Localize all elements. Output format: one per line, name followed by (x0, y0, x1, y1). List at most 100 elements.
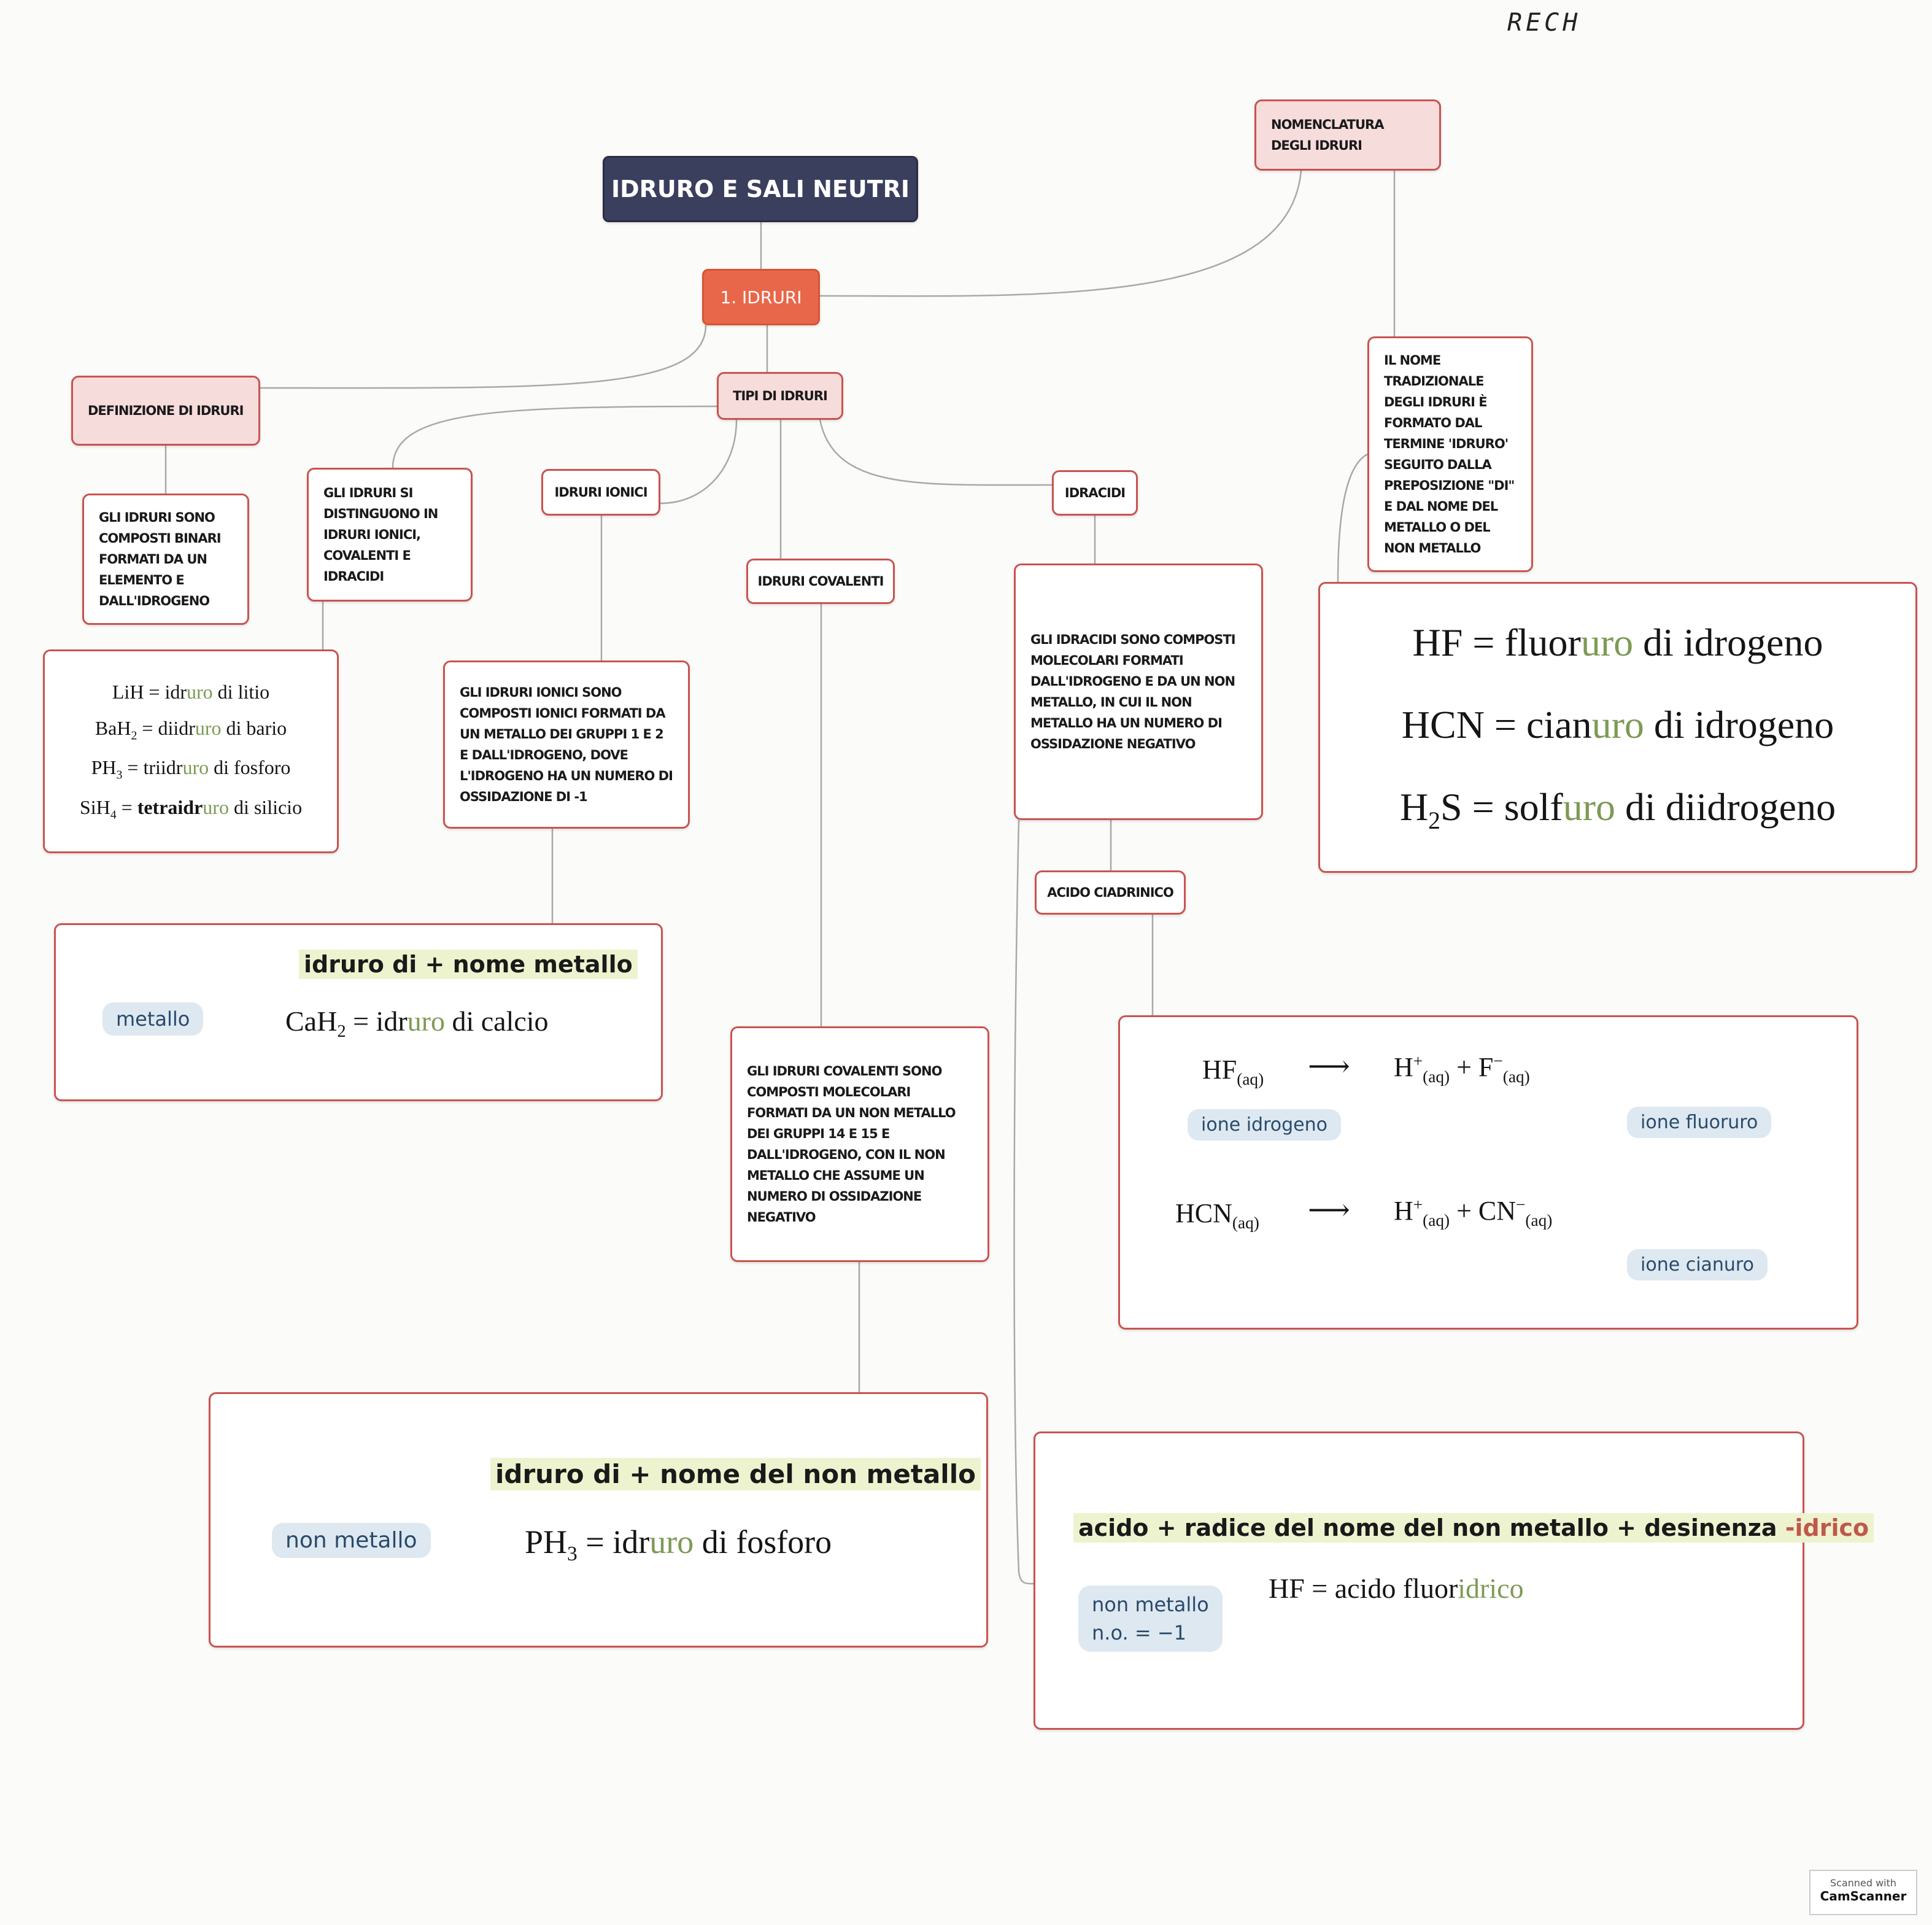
formula-part: = idr (346, 1005, 408, 1037)
camscanner-badge: Scanned with CamScanner (1809, 1870, 1917, 1915)
metallo-label: metallo (102, 1002, 204, 1036)
formula-part: (aq) (1502, 1067, 1530, 1086)
badge-brand: CamScanner (1820, 1889, 1907, 1904)
label-line: n.o. = −1 (1092, 1621, 1186, 1644)
example-formula: BaH2 = diidruro di bario (95, 717, 287, 743)
connector (1013, 819, 1034, 1585)
formula-part: di fosforo (209, 756, 291, 779)
formula-part: uro (187, 680, 213, 703)
label-ione-cianuro: ione cianuro (1627, 1249, 1768, 1280)
formula-part: = idr (577, 1524, 650, 1560)
formula-part: di idrogeno (1644, 703, 1834, 747)
idracido-name: HCN = cianuro di idrogeno (1402, 702, 1834, 748)
acid-example: HF = acido fluoridrico (1269, 1572, 1524, 1605)
node-covalenti: IDRURI COVALENTI (746, 559, 895, 604)
connector (819, 419, 1053, 486)
formula-part: = diidr (137, 716, 195, 739)
formula-part: uro (203, 796, 229, 818)
non-metallo-no-label: non metallo n.o. = −1 (1078, 1586, 1223, 1652)
handwritten-note: RECH (1507, 9, 1582, 37)
covalent-rule-box: idruro di + nome del non metallo non met… (209, 1392, 988, 1648)
ionic-example: CaH2 = idruro di calcio (285, 1005, 549, 1042)
formula-part: SiH (79, 796, 110, 818)
eq2-right: H+(aq) + CN−(aq) (1394, 1195, 1552, 1230)
formula-part: = (116, 796, 137, 818)
eq1-right: H+(aq) + F−(aq) (1394, 1052, 1530, 1086)
formula-part: (aq) (1423, 1210, 1450, 1230)
node-idracidi-desc: GLI IDRACIDI SONO COMPOSTI MOLECOLARI FO… (1014, 564, 1263, 820)
ionic-rule-box: idruro di + nome metallo metallo CaH2 = … (54, 923, 663, 1101)
reaction-arrow: ⟶ (1308, 1050, 1350, 1083)
acid-rule-text: acido + radice del nome del non metallo … (1078, 1514, 1785, 1541)
covalent-example: PH3 = idruro di fosforo (525, 1523, 832, 1566)
formula-part: PH (91, 756, 117, 779)
formula-part: 2 (337, 1022, 346, 1042)
formula-part: H (1394, 1196, 1413, 1226)
formula-part: CaH (285, 1005, 338, 1037)
main-node-idruri: 1. IDRURI (702, 269, 820, 325)
non-metallo-label: non metallo (272, 1523, 431, 1558)
label-line: non metallo (1092, 1593, 1209, 1616)
node-nome-tradizionale: IL NOME TRADIZIONALE DEGLI IDRURI È FORM… (1367, 336, 1533, 572)
formula-part: PH (525, 1524, 568, 1560)
idracido-name: HF = fluoruro di idrogeno (1413, 620, 1823, 665)
formula-part: uro (182, 756, 209, 779)
example-formula: PH3 = triidruro di fosforo (91, 756, 291, 782)
formula-part: di idrogeno (1633, 621, 1823, 665)
formula-part: − (1516, 1195, 1526, 1214)
map-title: IDRURO E SALI NEUTRI (603, 156, 918, 222)
formula-part: idrico (1458, 1573, 1524, 1604)
formula-part: + CN (1450, 1196, 1517, 1226)
reaction-arrow: ⟶ (1308, 1194, 1350, 1226)
ionic-rule: idruro di + nome metallo (299, 950, 638, 979)
formula-part: HCN = cian (1401, 703, 1592, 747)
node-definizione-desc: GLI IDRURI SONO COMPOSTI BINARI FORMATI … (82, 494, 249, 625)
formula-part: 4 (110, 808, 117, 822)
formula-part: HF (1202, 1055, 1237, 1085)
formula-part: uro (1580, 621, 1634, 665)
example-formula: SiH4 = tetraidruro di silicio (80, 796, 302, 822)
node-ionici-desc: GLI IDRURI IONICI SONO COMPOSTI IONICI F… (443, 660, 690, 829)
formula-part: 3 (567, 1542, 578, 1565)
formula-part: uro (1563, 785, 1615, 829)
idracido-name: H2S = solfuro di diidrogeno (1400, 784, 1836, 835)
examples-box: LiH = idruro di litio BaH2 = diidruro di… (43, 649, 339, 853)
formula-part: (aq) (1237, 1069, 1264, 1088)
formula-part: tetraidr (137, 796, 203, 818)
formula-part: 2 (1428, 807, 1440, 834)
node-ionici: IDRURI IONICI (541, 469, 660, 516)
formula-part: + (1413, 1052, 1423, 1071)
node-distinguono: GLI IDRURI SI DISTINGUONO IN IDRURI IONI… (307, 468, 473, 602)
formula-part: 2 (131, 729, 137, 743)
formula-part: = triidr (122, 756, 183, 779)
formula-part: + (1413, 1195, 1423, 1214)
formula-part: LiH = idr (112, 680, 187, 703)
formula-part: uro (1591, 703, 1644, 747)
covalent-rule: idruro di + nome del non metallo (490, 1458, 981, 1490)
formula-part: uro (407, 1005, 445, 1037)
connector (1337, 453, 1368, 583)
formula-part: + F (1450, 1052, 1494, 1082)
formula-part: H (1399, 785, 1429, 829)
connector (660, 419, 738, 505)
acid-rule: acido + radice del nome del non metallo … (1073, 1513, 1874, 1543)
connector (819, 170, 1302, 297)
connector (392, 405, 717, 468)
formula-part: di calcio (444, 1005, 549, 1037)
node-idracidi: IDRACIDI (1052, 470, 1138, 516)
node-nomenclatura: NOMENCLATURA DEGLI IDRURI (1254, 99, 1441, 171)
ionization-box: HF(aq) ⟶ H+(aq) + F−(aq) ione idrogeno i… (1118, 1015, 1858, 1330)
formula-part: S = solf (1440, 785, 1563, 829)
node-tipi: TIPI DI IDRURI (717, 372, 843, 420)
label-ione-fluoruro: ione fluoruro (1627, 1107, 1772, 1138)
label-ione-idrogeno: ione idrogeno (1188, 1109, 1341, 1141)
node-acido-ciadrinico: ACIDO CIADRINICO (1035, 870, 1186, 915)
formula-part: di diidrogeno (1615, 785, 1836, 829)
node-covalenti-desc: GLI IDRURI COVALENTI SONO COMPOSTI MOLEC… (730, 1026, 989, 1262)
eq2-left: HCN(aq) (1175, 1198, 1259, 1233)
example-formula: LiH = idruro di litio (112, 681, 269, 703)
eq1-left: HF(aq) (1202, 1054, 1264, 1089)
formula-part: (aq) (1232, 1213, 1259, 1232)
formula-part: di bario (221, 716, 287, 739)
badge-line: Scanned with (1830, 1877, 1897, 1889)
